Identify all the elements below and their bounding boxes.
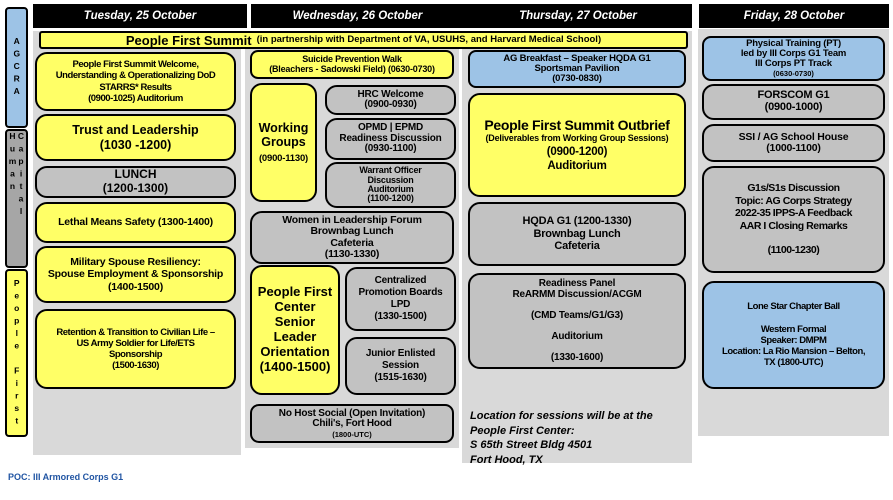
event-text: HRC Welcome (0900-0930) xyxy=(357,88,424,110)
event-text: Physical Training (PT) led by III Corps … xyxy=(740,38,847,69)
event-text: Centralized Promotion Boards LPD (1330-1… xyxy=(358,275,443,322)
sidebar-agcra-label: AGCRA xyxy=(11,36,22,99)
sidebar-agcra: AGCRA xyxy=(5,7,28,128)
event-promotion-boards: Centralized Promotion Boards LPD (1330-1… xyxy=(345,267,456,331)
event-junior-enlisted: Junior Enlisted Session (1515-1630) xyxy=(345,337,456,395)
event-text: FORSCOM G1 (0900-1000) xyxy=(757,89,830,113)
event-time: (0900-1200) Auditorium xyxy=(546,146,608,172)
event-text: G1s/S1s Discussion Topic: AG Corps Strat… xyxy=(734,182,853,257)
event-text: Trust and Leadership (1030 -1200) xyxy=(72,123,199,152)
poc-text: POC: III Armored Corps G1 xyxy=(8,472,124,482)
event-readiness-panel: Readiness Panel ReARMM Discussion/ACGM (… xyxy=(468,273,686,369)
event-text: Lone Star Chapter Ball Western Formal Sp… xyxy=(721,301,866,369)
event-text: People First Summit Welcome, Understandi… xyxy=(55,59,216,104)
event-spouse-resiliency: Military Spouse Resiliency: Spouse Emplo… xyxy=(35,246,236,303)
sidebar-people-first-label: People First xyxy=(11,278,22,428)
event-opmd-epmd: OPMD | EPMD Readiness Discussion (0930-1… xyxy=(325,118,456,160)
header-wednesday: Wednesday, 26 October xyxy=(251,4,464,28)
event-retention-transition: Retention & Transition to Civilian Life … xyxy=(35,309,236,389)
event-hrc-welcome: HRC Welcome (0900-0930) xyxy=(325,85,456,115)
event-physical-training: Physical Training (PT) led by III Corps … xyxy=(702,36,885,81)
sidebar-people-first: People First xyxy=(5,269,28,437)
event-time: (0900-1130) xyxy=(258,152,309,164)
event-text: Suicide Prevention Walk (Bleachers - Sad… xyxy=(269,54,435,74)
event-title: People First Summit Outbrief xyxy=(484,116,670,133)
event-no-host-social: No Host Social (Open Invitation) Chili's… xyxy=(250,404,454,443)
event-women-leadership-forum: Women in Leadership Forum Brownbag Lunch… xyxy=(250,211,454,264)
event-text: HQDA G1 (1200-1330) Brownbag Lunch Cafet… xyxy=(522,214,632,253)
event-g1s-s1s-discussion: G1s/S1s Discussion Topic: AG Corps Strat… xyxy=(702,166,885,273)
banner-title: People First Summit xyxy=(125,32,252,48)
event-text: OPMD | EPMD Readiness Discussion (0930-1… xyxy=(339,122,442,155)
event-lethal-means-safety: Lethal Means Safety (1300-1400) xyxy=(35,202,236,243)
event-senior-leader-orientation: People First Center Senior Leader Orient… xyxy=(250,265,340,395)
location-note: Location for sessions will be at the Peo… xyxy=(470,410,653,466)
header-friday: Friday, 28 October xyxy=(699,4,889,28)
event-text: Junior Enlisted Session (1515-1630) xyxy=(365,348,436,383)
event-suicide-prevention-walk: Suicide Prevention Walk (Bleachers - Sad… xyxy=(250,50,454,79)
event-text: No Host Social (Open Invitation) Chili's… xyxy=(278,407,426,429)
event-text: SSI / AG School House (1000-1100) xyxy=(738,130,849,154)
event-working-groups: Working Groups (0900-1130) xyxy=(250,83,317,202)
event-ssi-ag-school-house: SSI / AG School House (1000-1100) xyxy=(702,124,885,162)
event-ag-breakfast: AG Breakfast – Speaker HQDA G1 Sportsman… xyxy=(468,50,686,88)
event-text: Readiness Panel ReARMM Discussion/ACGM (… xyxy=(512,278,642,363)
event-warrant-officer: Warrant Officer Discussion Auditorium (1… xyxy=(325,162,456,208)
event-text: LUNCH (1200-1300) xyxy=(102,167,169,195)
event-summit-outbrief: People First Summit Outbrief (Deliverabl… xyxy=(468,93,686,197)
event-text: Lethal Means Safety (1300-1400) xyxy=(58,216,213,229)
event-lone-star-chapter-ball: Lone Star Chapter Ball Western Formal Sp… xyxy=(702,281,885,389)
sidebar-human-capital: Human Capital xyxy=(5,129,28,268)
sidebar-human-capital-label: Human Capital xyxy=(7,131,27,219)
banner-subtitle: (in partnership with Department of VA, U… xyxy=(256,34,602,46)
event-welcome-starrs: People First Summit Welcome, Understandi… xyxy=(35,52,236,111)
summit-banner: People First Summit (in partnership with… xyxy=(39,31,688,49)
event-text: Retention & Transition to Civilian Life … xyxy=(56,326,215,372)
event-time: (1800-UTC) xyxy=(332,429,372,439)
event-text: AG Breakfast – Speaker HQDA G1 Sportsman… xyxy=(503,53,651,84)
column-wednesday: Suicide Prevention Walk (Bleachers - Sad… xyxy=(245,31,459,448)
event-text: Military Spouse Resiliency: Spouse Emplo… xyxy=(47,255,224,293)
header-thursday: Thursday, 27 October xyxy=(464,4,692,28)
event-text: Women in Leadership Forum Brownbag Lunch… xyxy=(282,214,422,260)
column-tuesday: People First Summit Welcome, Understandi… xyxy=(33,31,241,455)
event-subtitle: (Deliverables from Working Group Session… xyxy=(485,132,669,143)
event-trust-leadership: Trust and Leadership (1030 -1200) xyxy=(35,114,236,161)
column-thursday: AG Breakfast – Speaker HQDA G1 Sportsman… xyxy=(462,31,692,463)
event-text: Warrant Officer Discussion Auditorium (1… xyxy=(359,165,422,204)
event-time: (0630-0730) xyxy=(773,68,814,78)
event-text: Working Groups xyxy=(258,121,309,150)
header-tuesday: Tuesday, 25 October xyxy=(33,4,247,28)
column-friday: Physical Training (PT) led by III Corps … xyxy=(698,29,889,436)
event-forscom-g1: FORSCOM G1 (0900-1000) xyxy=(702,84,885,120)
event-hqda-g1-lunch: HQDA G1 (1200-1330) Brownbag Lunch Cafet… xyxy=(468,202,686,266)
event-text: People First Center Senior Leader Orient… xyxy=(257,284,333,374)
event-lunch: LUNCH (1200-1300) xyxy=(35,166,236,198)
